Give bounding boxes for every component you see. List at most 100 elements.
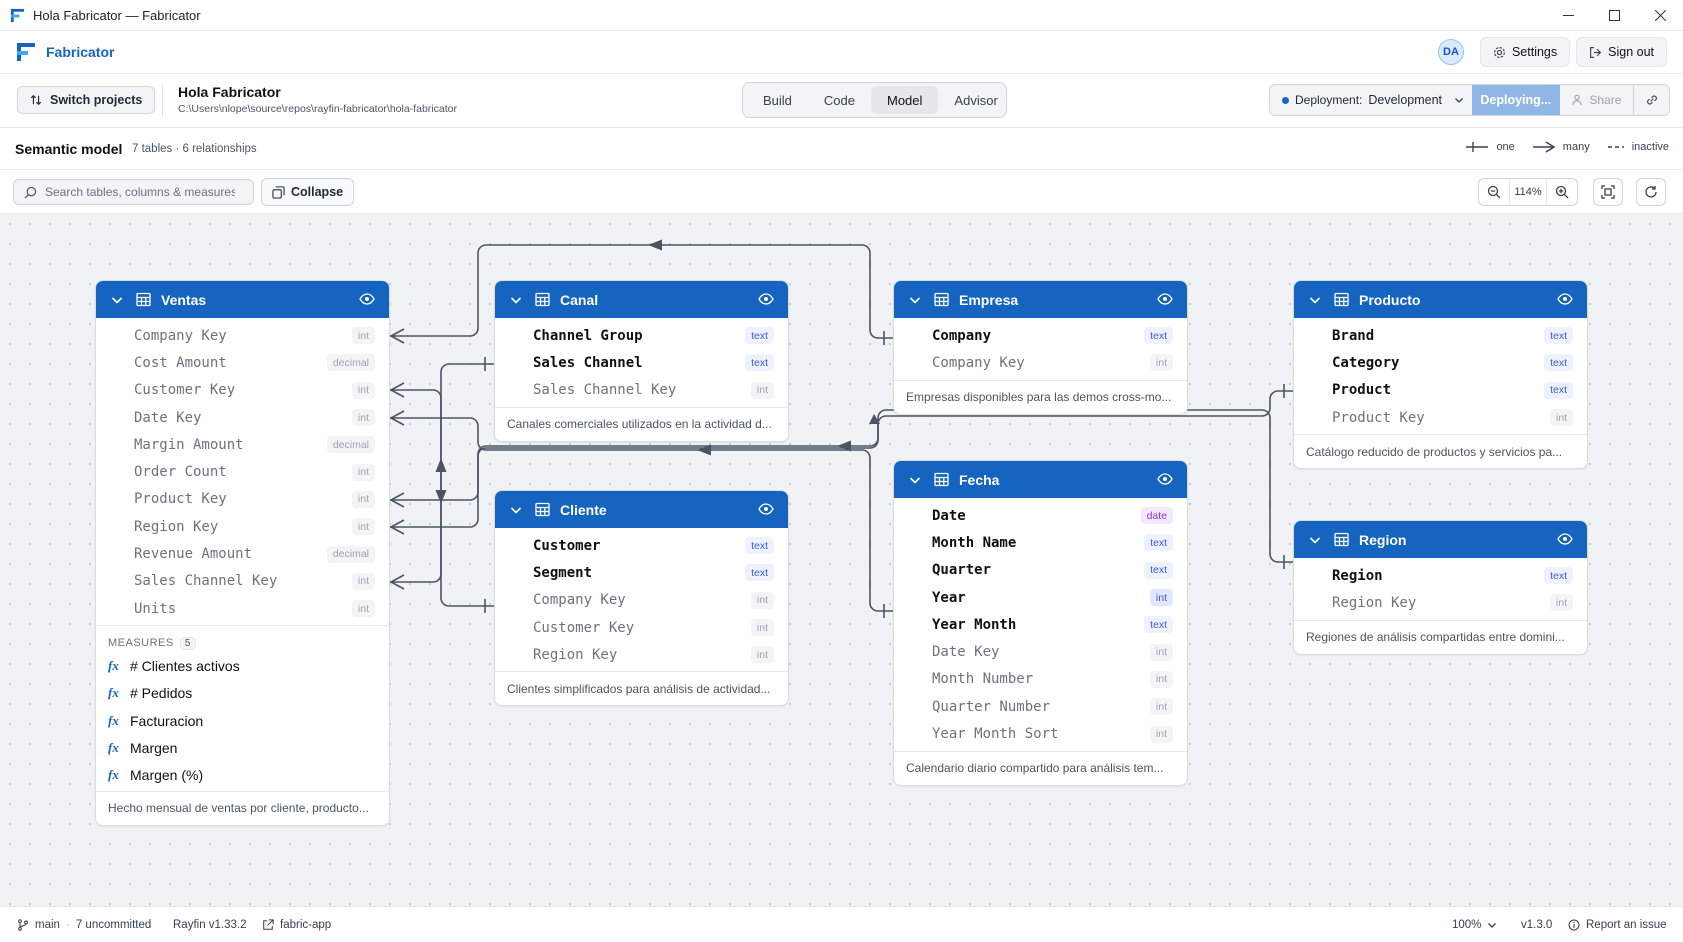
switch-projects-button[interactable]: Switch projects [17, 86, 156, 114]
eye-icon[interactable] [1157, 292, 1173, 306]
chevron-down-icon[interactable] [1308, 293, 1322, 307]
eye-icon[interactable] [1557, 292, 1573, 306]
table-header[interactable]: Ventas [96, 281, 389, 318]
settings-button[interactable]: Settings [1479, 37, 1571, 67]
branch-indicator[interactable]: main [17, 907, 60, 942]
eye-icon[interactable] [1557, 532, 1573, 546]
chevron-down-icon[interactable] [1308, 533, 1322, 547]
chevron-down-icon[interactable] [509, 293, 523, 307]
eye-icon[interactable] [359, 292, 375, 306]
fit-view-button[interactable] [1593, 178, 1623, 206]
chevron-down-icon[interactable] [110, 293, 124, 307]
tab-model[interactable]: Model [871, 86, 939, 114]
uncommitted-count[interactable]: · 7 uncommitted [66, 919, 152, 931]
search-input[interactable] [45, 185, 235, 199]
collapse-button[interactable]: Collapse [261, 178, 355, 206]
app-link[interactable]: fabric-app [262, 907, 331, 942]
report-issue-link[interactable]: Report an issue [1568, 907, 1667, 942]
eye-icon[interactable] [1157, 472, 1173, 486]
minimize-icon[interactable] [1545, 0, 1591, 31]
chevron-down-icon[interactable] [908, 473, 922, 487]
column-name: Date Key [134, 409, 202, 426]
table-header[interactable]: Empresa [894, 281, 1187, 318]
deployment-select[interactable]: Deployment: Development [1270, 85, 1472, 115]
table-header[interactable]: Region [1294, 521, 1587, 558]
close-icon[interactable] [1637, 0, 1683, 31]
table-header[interactable]: Canal [495, 281, 788, 318]
chevron-down-icon[interactable] [509, 503, 523, 517]
measure-row[interactable]: fx# Clientes activos [108, 652, 377, 679]
chevron-down-icon[interactable] [908, 293, 922, 307]
eye-icon[interactable] [758, 292, 774, 306]
deploying-button[interactable]: Deploying... [1472, 85, 1560, 115]
zoom-out-icon[interactable] [1479, 179, 1509, 205]
tab-code[interactable]: Code [823, 92, 855, 108]
deployment-value: Development [1368, 93, 1443, 107]
reset-layout-button[interactable] [1636, 178, 1666, 206]
table-header[interactable]: Cliente [495, 491, 788, 528]
tab-build[interactable]: Build [763, 92, 792, 108]
brand[interactable]: Fabricator [16, 42, 114, 62]
share-button[interactable]: Share [1560, 85, 1634, 115]
link-button[interactable] [1633, 85, 1669, 115]
sign-out-button[interactable]: Sign out [1576, 37, 1667, 67]
avatar[interactable]: DA [1437, 39, 1464, 65]
table-icon [934, 472, 949, 487]
table-header[interactable]: Fecha [894, 461, 1187, 498]
eye-icon[interactable] [758, 502, 774, 516]
zoom-in-icon[interactable] [1547, 179, 1577, 205]
zoom-select[interactable]: 100% [1452, 907, 1497, 942]
table-header[interactable]: Producto [1294, 281, 1587, 318]
measure-row[interactable]: fx# Pedidos [108, 680, 377, 707]
maximize-icon[interactable] [1591, 0, 1637, 31]
tab-advisor[interactable]: Advisor [954, 92, 998, 108]
